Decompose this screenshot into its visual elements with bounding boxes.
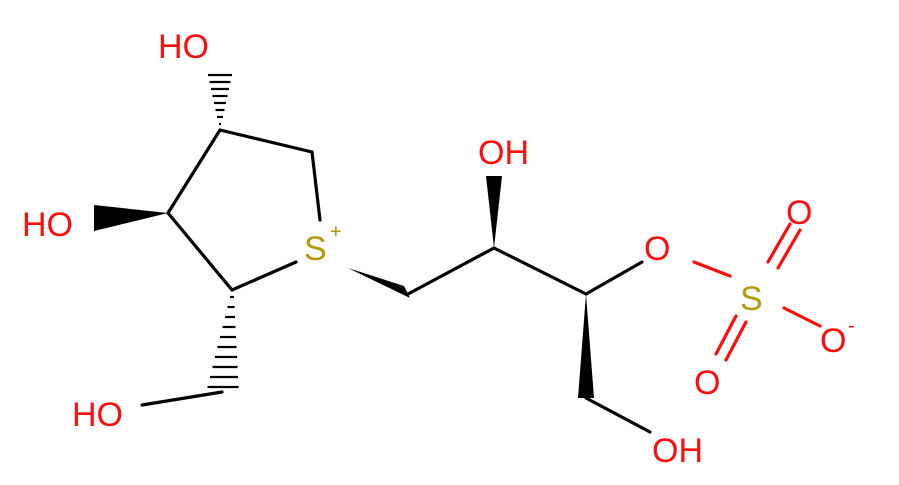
bond-ch2-c5 — [406, 246, 496, 296]
label-sulfonium: S — [304, 230, 327, 268]
bond-c5-c6 — [492, 246, 588, 296]
bold-wedge-c2-oh — [94, 205, 168, 231]
label-oh-left: HO — [22, 206, 73, 244]
bold-wedge-c6-ch2 — [578, 294, 594, 398]
label-sulfate-o-right: O — [820, 322, 846, 360]
label-ester-o: O — [644, 230, 670, 268]
bold-wedge-s-ch2 — [348, 268, 410, 298]
label-sulfate-s: S — [740, 280, 763, 318]
bond-s-o-bottom-a — [714, 314, 738, 356]
bond-c2-c3 — [166, 128, 222, 215]
bond-s-o-bottom-b — [724, 320, 748, 362]
label-oh-chain: OH — [478, 134, 529, 172]
hashed-wedge-c1-ch2 — [207, 295, 239, 389]
label-oh-bottom-right: OH — [652, 432, 703, 470]
bond-o-s — [692, 260, 732, 278]
bond-s-o-top-b — [776, 228, 802, 270]
bold-wedge-c5-oh — [486, 176, 502, 248]
label-sulfate-o-charge: - — [848, 315, 855, 337]
label-oh-top: HO — [158, 28, 209, 66]
bond-c6-o — [584, 260, 644, 296]
bond-s-o-top-a — [766, 222, 792, 264]
bond-s-c1 — [230, 260, 298, 292]
label-oh-bottom-left: HO — [72, 396, 123, 434]
label-sulfate-o-bottom: O — [694, 364, 720, 402]
bond-c4-s-ring — [310, 150, 322, 222]
bond-ch2-oh — [584, 396, 652, 434]
bond-c1-c2 — [166, 211, 234, 292]
label-sulfate-o-top: O — [786, 194, 812, 232]
label-sulfonium-charge: + — [330, 221, 342, 243]
hashed-wedge-c3-oh — [208, 73, 232, 126]
bond-c3-c4 — [218, 128, 314, 154]
bond-s-o-right — [782, 306, 822, 328]
bond-ch2-o — [140, 390, 224, 407]
